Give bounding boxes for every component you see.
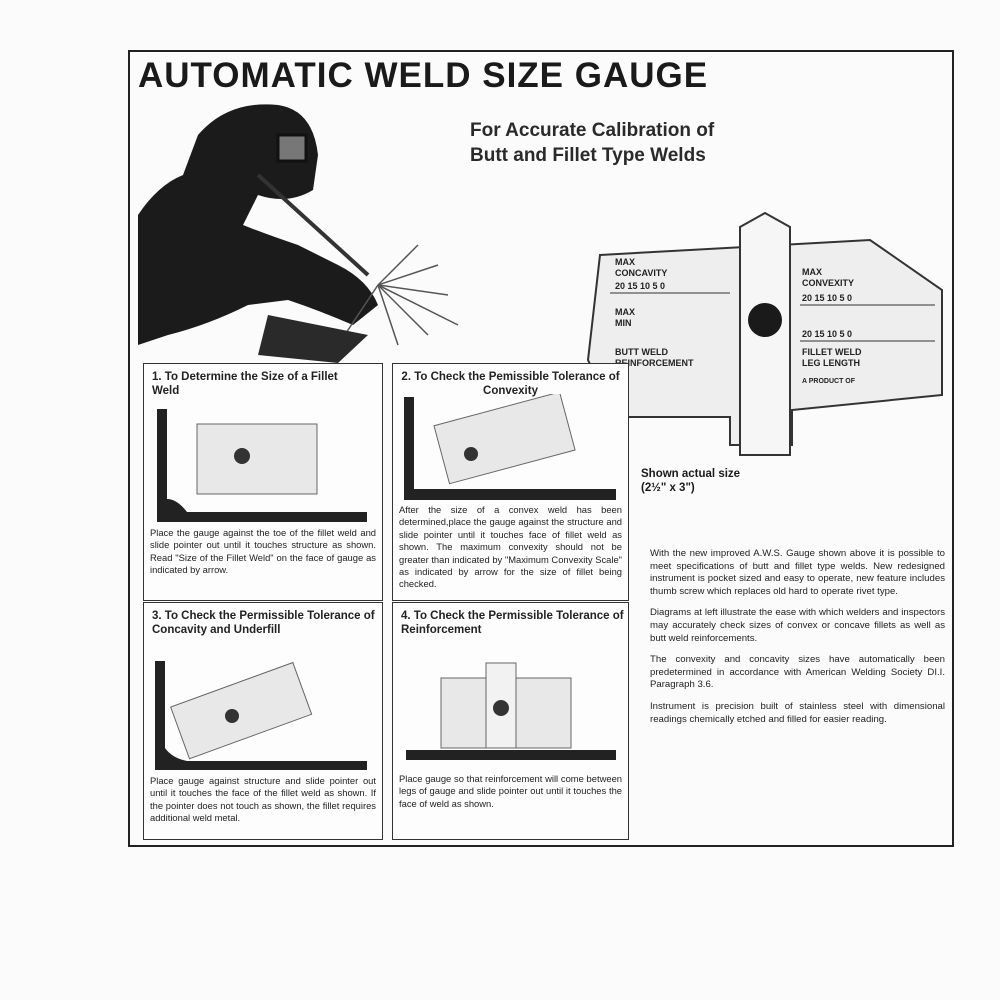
panel-text: Place gauge so that reinforcement will c… bbox=[399, 773, 622, 809]
gauge-label: MAX bbox=[615, 307, 635, 317]
convexity-diagram bbox=[404, 394, 616, 500]
gauge-label: 20 15 10 5 0 bbox=[802, 329, 852, 339]
panel-heading: 3. To Check the Permissible Tolerance of… bbox=[152, 610, 375, 636]
gauge-label: CONVEXITY bbox=[802, 278, 854, 288]
paragraph-1: With the new improved A.W.S. Gauge shown… bbox=[650, 548, 945, 597]
panel-heading: 2. To Check the Pemissible Tolerance of … bbox=[401, 371, 620, 397]
gauge-label: MIN bbox=[615, 318, 632, 328]
instruction-panel-2: 2. To Check the Pemissible Tolerance of … bbox=[392, 363, 629, 601]
paragraph-2: Diagrams at left illustrate the ease wit… bbox=[650, 607, 945, 644]
panel-text: Place gauge against structure and slide … bbox=[150, 775, 376, 824]
document-border bbox=[128, 50, 954, 847]
instruction-panel-1: 1. To Determine the Size of a Fillet Wel… bbox=[143, 363, 383, 601]
size-note-line: Shown actual size bbox=[641, 468, 741, 480]
gauge-label: FILLET WELD bbox=[802, 347, 862, 357]
gauge-label: CONCAVITY bbox=[615, 268, 667, 278]
paragraph-4: Instrument is precision built of stainle… bbox=[650, 700, 945, 725]
page-title: AUTOMATIC WELD SIZE GAUGE bbox=[138, 56, 709, 95]
gauge-label: LEG LENGTH bbox=[802, 358, 860, 368]
gauge-label: MAX bbox=[615, 257, 635, 267]
gauge-label: BUTT WELD bbox=[615, 347, 668, 357]
fillet-weld-diagram bbox=[157, 409, 367, 522]
subtitle-line: Butt and Fillet Type Welds bbox=[470, 145, 706, 166]
size-note-line: (2½" x 3") bbox=[641, 482, 695, 494]
gauge-label: REINFORCEMENT bbox=[615, 358, 694, 368]
welder-illustration bbox=[138, 104, 459, 363]
gauge-label: A PRODUCT OF bbox=[802, 378, 856, 385]
subtitle-line: For Accurate Calibration of bbox=[470, 120, 715, 141]
gauge-label: 20 15 10 5 0 bbox=[802, 293, 852, 303]
panel-text: Place the gauge against the toe of the f… bbox=[150, 527, 376, 576]
concavity-diagram bbox=[155, 661, 367, 770]
panel-text: After the size of a convex weld has been… bbox=[399, 504, 622, 590]
description-column: With the new improved A.W.S. Gauge shown… bbox=[650, 548, 945, 735]
panel-heading: 4. To Check the Permissible Tolerance of… bbox=[401, 610, 624, 636]
reinforcement-diagram bbox=[406, 662, 616, 760]
paragraph-3: The convexity and concavity sizes have a… bbox=[650, 654, 945, 691]
instruction-panel-4: 4. To Check the Permissible Tolerance of… bbox=[392, 602, 629, 840]
subtitle: For Accurate Calibration of Butt and Fill… bbox=[470, 118, 714, 168]
size-note: Shown actual size (2½" x 3") bbox=[641, 467, 740, 495]
panel-heading: 1. To Determine the Size of a Fillet Wel… bbox=[152, 371, 338, 397]
instruction-panel-3: 3. To Check the Permissible Tolerance of… bbox=[143, 602, 383, 840]
gauge-label: MAX bbox=[802, 267, 822, 277]
gauge-label: 20 15 10 5 0 bbox=[615, 281, 665, 291]
weld-gauge-illustration: MAX CONCAVITY 20 15 10 5 0 MAX MIN BUTT … bbox=[586, 211, 943, 456]
